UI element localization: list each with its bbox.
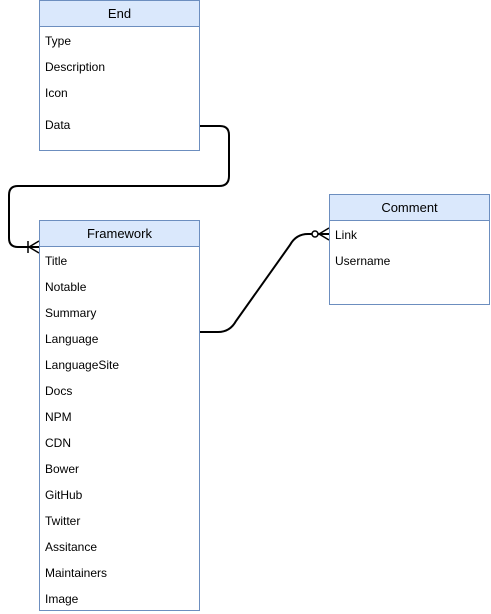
entity-comment-field-link: Link bbox=[335, 228, 358, 242]
entity-framework-field-cdn: CDN bbox=[45, 436, 71, 450]
entity-end-field-icon: Icon bbox=[45, 86, 68, 100]
entity-framework-field-summary: Summary bbox=[45, 306, 97, 320]
crowfoot-one-or-many-marker bbox=[27, 240, 40, 254]
entity-framework-field-assitance: Assitance bbox=[45, 540, 98, 554]
entity-end-field-type: Type bbox=[45, 34, 72, 48]
entity-framework-field-github: GitHub bbox=[45, 488, 83, 502]
entity-comment-field-username: Username bbox=[335, 254, 391, 268]
entity-framework-field-npm: NPM bbox=[45, 410, 72, 424]
entity-framework-title: Framework bbox=[40, 221, 199, 247]
entity-framework-field-maintainers: Maintainers bbox=[45, 566, 108, 580]
entity-comment-title: Comment bbox=[330, 195, 489, 221]
entity-framework-field-image: Image bbox=[45, 592, 79, 606]
entity-framework-field-title: Title bbox=[45, 254, 68, 268]
entity-framework-field-notable: Notable bbox=[45, 280, 87, 294]
entity-end[interactable]: End Type Description Icon Data bbox=[39, 0, 200, 151]
entity-framework-field-bower: Bower bbox=[45, 462, 80, 476]
entity-framework-field-docs: Docs bbox=[45, 384, 73, 398]
entity-end-title: End bbox=[40, 1, 199, 27]
entity-framework[interactable]: Framework Title Notable Summary Language… bbox=[39, 220, 200, 611]
entity-framework-field-languagesite: LanguageSite bbox=[45, 358, 120, 372]
connector-framework-to-comment bbox=[200, 233, 329, 333]
entity-framework-field-twitter: Twitter bbox=[45, 514, 81, 528]
entity-comment[interactable]: Comment Link Username bbox=[329, 194, 490, 305]
entity-end-field-data: Data bbox=[45, 118, 71, 132]
entity-framework-field-language: Language bbox=[45, 332, 99, 346]
crowfoot-zero-or-many-marker bbox=[311, 227, 330, 241]
entity-end-field-description: Description bbox=[45, 60, 106, 74]
